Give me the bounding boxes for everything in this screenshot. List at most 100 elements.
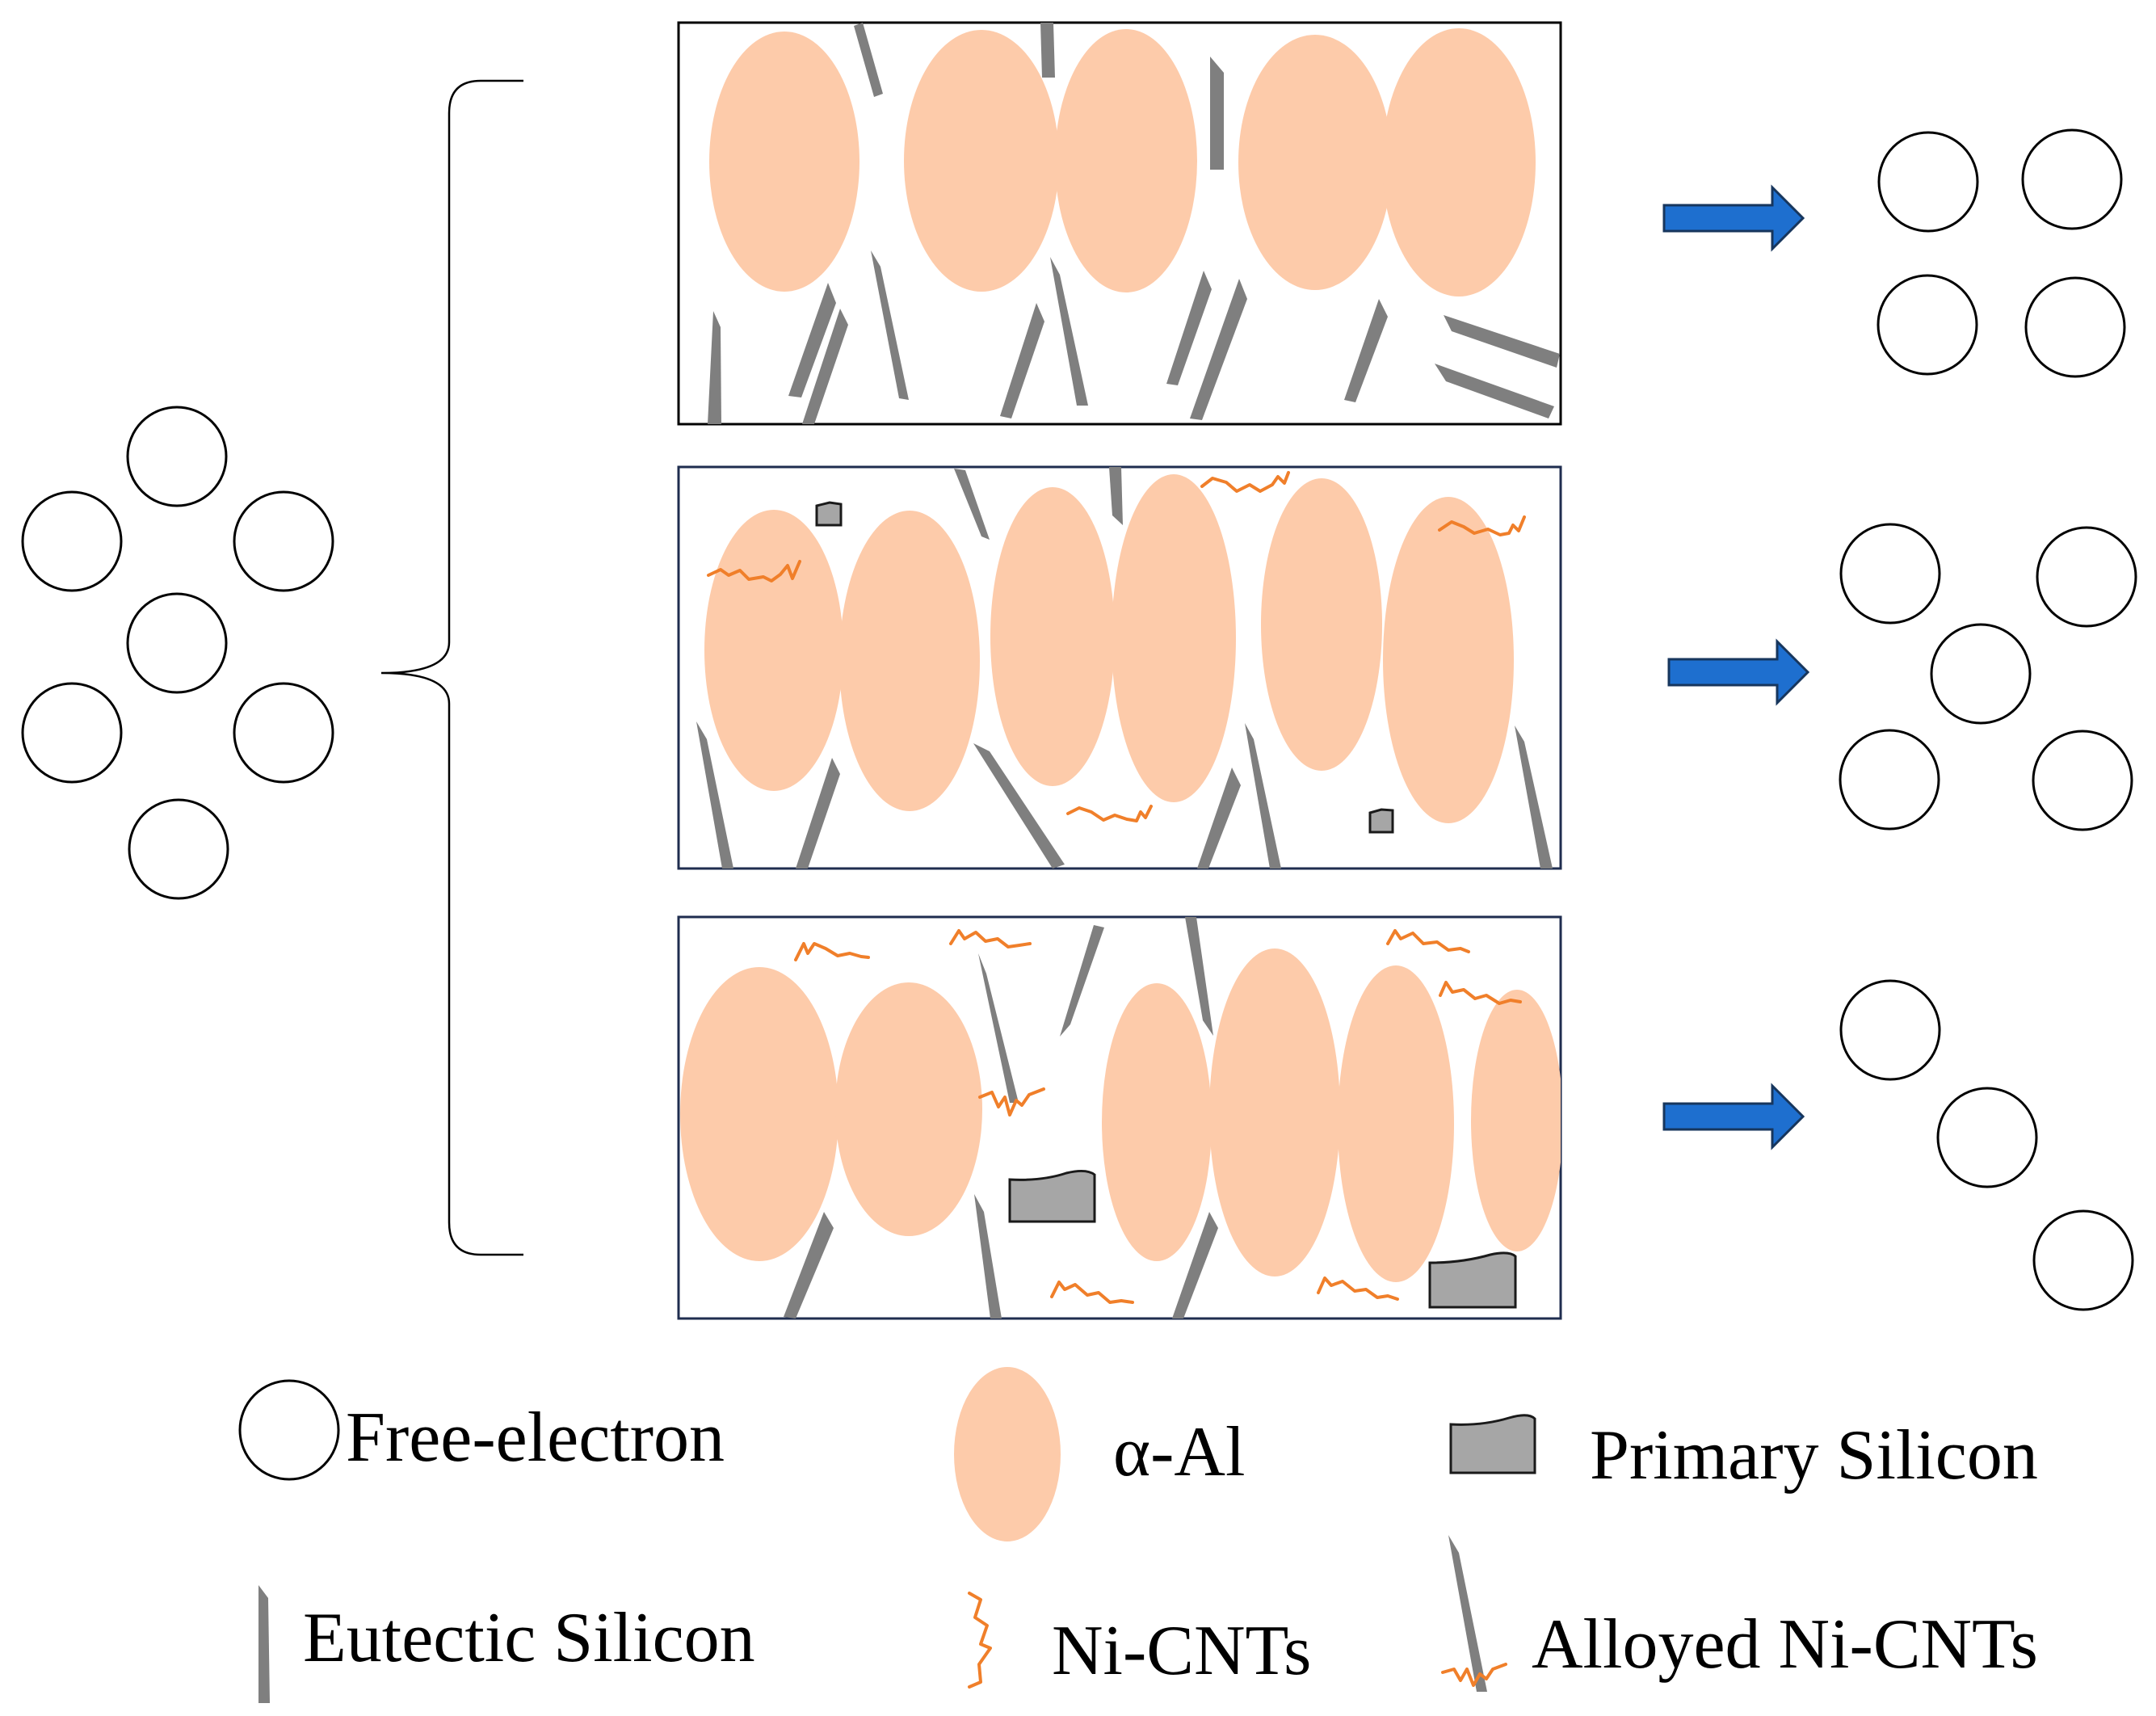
free-electron-icon — [1877, 131, 1979, 233]
panel-bottom — [677, 915, 1562, 1320]
eutectic-silicon-needle — [1060, 925, 1104, 1037]
primary-silicon-particles — [1008, 1169, 1517, 1309]
ni-cnts — [707, 471, 1526, 822]
free-electron-icon — [1930, 623, 2032, 725]
free-electron-icon — [233, 682, 334, 784]
eutectic-silicon-needle — [974, 1194, 1002, 1319]
alpha-al-grain — [835, 982, 982, 1236]
ni-cnt — [1200, 471, 1290, 493]
eutectic-silicon-needle — [708, 311, 721, 424]
alpha-al-grain — [1261, 478, 1382, 771]
legend-label-alloyed-ni-cnts: Alloyed Ni-CNTs — [1532, 1605, 2038, 1684]
eutectic-silicon-needle — [871, 250, 909, 400]
eutectic-silicon-needle — [954, 469, 990, 540]
ellipse-icon — [954, 1367, 1061, 1541]
free-electron-cluster — [21, 406, 334, 900]
eutectic-silicon-needle — [1050, 257, 1088, 406]
alpha-al-grain — [1471, 990, 1561, 1251]
free-electron-icon — [1839, 979, 1941, 1081]
panel-top — [677, 21, 1562, 426]
alpha-al-grains — [680, 948, 1561, 1282]
alloyed-ni-cnt — [978, 953, 1045, 1117]
legend-label-ni-cnts: Ni-CNTs — [1052, 1612, 1312, 1690]
eutectic-silicon-needle — [1245, 723, 1281, 869]
ni-cnt — [794, 942, 870, 961]
free-electron-icon — [2032, 1209, 2134, 1311]
eutectic-silicon-needle — [1172, 1212, 1218, 1319]
ni-cnt — [1438, 515, 1526, 536]
eutectic-silicon-needle — [1185, 917, 1213, 1036]
free-electrons-top — [1877, 128, 2126, 378]
circle-outline-icon — [238, 1379, 340, 1481]
alpha-al-grain — [1102, 983, 1212, 1261]
free-electrons-middle — [1839, 523, 2137, 831]
free-electron-icon — [2021, 128, 2123, 230]
panel-middle — [677, 465, 1562, 870]
primary-silicon-particle — [815, 501, 843, 527]
ni-cnt — [1066, 805, 1153, 822]
alpha-al-grain — [1238, 35, 1392, 290]
right-arrow-icon — [1667, 638, 1810, 706]
alpha-al-grain — [1055, 29, 1197, 292]
eutectic-silicon-needle — [696, 721, 733, 869]
free-electrons-bottom — [1839, 979, 2134, 1311]
eutectic-silicon-needle — [796, 758, 840, 869]
legend-label-free-electron: Free-electron — [346, 1398, 725, 1477]
right-arrow-icon — [1662, 1083, 1805, 1150]
eutectic-silicon-needles — [708, 23, 1560, 424]
alpha-al-grain — [704, 510, 843, 791]
eutectic-silicon-needle — [1444, 315, 1560, 368]
free-electron-icon — [21, 682, 123, 784]
transition-arrows — [1662, 184, 1810, 1150]
eutectic-silicon-needle — [1197, 768, 1241, 869]
legend-label-primary-silicon: Primary Silicon — [1590, 1416, 2038, 1495]
ni-cnt — [1439, 981, 1522, 1005]
primary-silicon-particle — [1428, 1251, 1517, 1309]
ni-cnts — [794, 929, 1522, 1304]
alpha-al-grains — [704, 474, 1514, 823]
eutectic-silicon-needles — [696, 467, 1553, 869]
free-electron-icon — [128, 798, 229, 900]
alpha-al-grain — [1112, 474, 1236, 802]
free-electron-icon — [126, 406, 228, 507]
legend-label-alpha-al: α-Al — [1113, 1413, 1246, 1491]
free-electron-icon — [1839, 729, 1940, 831]
alpha-al-grain — [709, 32, 859, 292]
eutectic-silicon-needle — [1515, 726, 1553, 869]
primary-silicon-particles — [815, 501, 1394, 834]
free-electron-icon — [2024, 276, 2126, 378]
free-electron-icon — [21, 490, 123, 592]
eutectic-silicon-needle — [1344, 299, 1388, 402]
needle-icon — [258, 1585, 270, 1703]
eutectic-silicon-needle — [802, 309, 848, 424]
eutectic-silicon-needle — [973, 743, 1065, 869]
alpha-al-grain — [1383, 497, 1514, 823]
ni-cnt — [949, 929, 1032, 948]
needle-with-squiggle-icon — [1441, 1535, 1507, 1692]
squiggle-icon — [968, 1592, 992, 1689]
block-icon — [1449, 1414, 1536, 1474]
primary-silicon-particle — [1008, 1169, 1096, 1223]
alpha-al-grain — [904, 30, 1059, 292]
ni-cnt — [1050, 1281, 1134, 1304]
alpha-al-grains — [709, 28, 1536, 297]
legend — [238, 1367, 1536, 1703]
eutectic-silicon-needle — [788, 283, 836, 397]
alpha-al-grain — [1209, 948, 1340, 1276]
ni-cnt — [707, 560, 801, 583]
free-electron-icon — [2036, 526, 2137, 628]
eutectic-silicon-needle — [1190, 279, 1247, 420]
free-electron-icon — [2032, 730, 2133, 831]
free-electron-icon — [1936, 1087, 2038, 1188]
right-arrow-icon — [1662, 184, 1805, 252]
free-electron-icon — [126, 592, 228, 694]
alloyed-eutectic-needle — [978, 953, 1019, 1103]
curly-brace — [380, 79, 523, 1256]
alloyed-ni-cnt-squiggle — [978, 1087, 1045, 1117]
primary-silicon-particle — [1368, 808, 1394, 834]
free-electron-icon — [233, 490, 334, 592]
eutectic-silicon-needles — [784, 917, 1218, 1319]
eutectic-silicon-needle — [854, 23, 883, 97]
eutectic-silicon-needle — [1166, 271, 1212, 385]
